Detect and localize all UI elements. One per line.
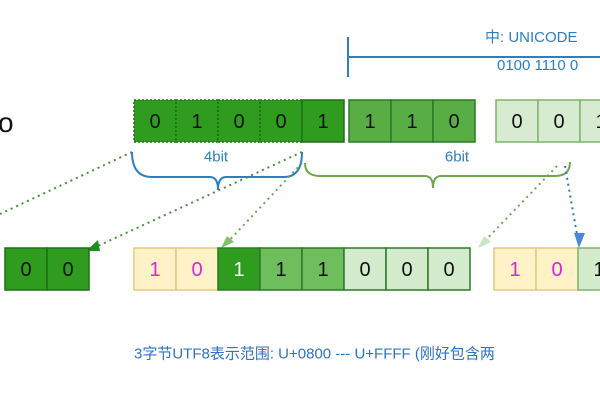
bottom-middle-bit-7-box [427,247,471,291]
bottom-middle-bit-4: 1 [301,247,345,291]
bottom-left-bit-1: 0 [46,247,90,291]
arrow-to-left-partial [0,151,133,215]
bottom-right-bit-1-box [535,247,579,291]
top-left-bit-2-box [217,99,261,143]
bottom-right-bit-1-value: 0 [551,259,562,281]
top-left-bit-3-box [259,99,303,143]
bottom-middle-bit-7-value: 0 [443,259,454,281]
bottom-middle-bit-4-value: 1 [317,259,328,281]
top-row-mid-bits: 1 1 0 [348,99,476,143]
bottom-middle-bit-4-box [301,247,345,291]
four-bit-label: 4bit [204,149,229,166]
top-left-bit-3-value: 0 [275,111,286,133]
top-mid-bit-0: 1 [348,99,392,143]
bottom-middle-bit-3: 1 [259,247,303,291]
top-left-bit-3: 0 [259,99,303,143]
arrow-to-left-byte [88,151,303,251]
top-left-bit-2-value: 0 [233,111,244,133]
six-bit-label: 6bit [445,149,470,166]
bottom-middle-bit-5: 0 [343,247,387,291]
top-right-bit-0-value: 0 [511,111,522,133]
top-right-bit-2-value: 1 [595,111,600,133]
bottom-middle-bit-1-value: 0 [191,259,202,281]
top-left-bit-1: 1 [175,99,219,143]
top-mid-bit-1: 1 [390,99,434,143]
top-mid-bit-2-value: 0 [448,111,459,133]
top-right-bit-0: 0 [495,99,539,143]
bottom-left-bit-0: 0 [4,247,48,291]
top-right-bit-1-value: 0 [553,111,564,133]
bottom-right-bit-0-value: 1 [509,259,520,281]
bottom-middle-bit-2-box [217,247,261,291]
bottom-right-bit-2: 1 [577,247,600,291]
bottom-left-bit-0-value: 0 [20,259,31,281]
top-row-high-bits: 0 1 0 0 1 [133,99,345,143]
bottom-row-right-partial: 1 0 1 [493,247,600,291]
top-left-bit-4: 1 [301,99,345,143]
arrow-head-middle-byte [221,236,234,248]
top-row-right-bits: 0 0 1 [495,99,600,143]
bottom-middle-bit-6-box [385,247,429,291]
bottom-middle-bit-5-box [343,247,387,291]
four-bit-brace [131,151,303,191]
arrow-head-right-byte-b [574,233,585,248]
bottom-middle-bit-1: 0 [175,247,219,291]
arrow-to-right-byte-b [564,165,580,247]
top-right-bit-2-box [579,99,600,143]
bottom-middle-bit-0: 1 [133,247,177,291]
top-mid-bit-0-value: 1 [364,111,375,133]
bottom-row-middle-byte: 1 0 1 1 1 0 0 0 [133,247,471,291]
bottom-right-bit-1: 0 [535,247,579,291]
bottom-middle-bit-1-box [175,247,219,291]
bottom-middle-bit-7: 0 [427,247,471,291]
bottom-middle-bit-2: 1 [217,247,261,291]
bottom-middle-bit-3-box [259,247,303,291]
bottom-caption: 3字节UTF8表示范围: U+0800 --- U+FFFF (刚好包含两 [134,346,495,363]
top-left-bit-0: 0 [133,99,177,143]
unicode-bits-label: 0100 1110 0 [497,57,578,74]
bottom-middle-bit-5-value: 0 [359,259,370,281]
top-right-bit-2: 1 [579,99,600,143]
top-left-bit-1-box [175,99,219,143]
top-left-bit-2: 0 [217,99,261,143]
arrow-to-middle-byte [223,162,303,247]
top-left-bit-0-value: 0 [149,111,160,133]
top-left-bit-4-box [301,99,345,143]
top-mid-bit-1-value: 1 [406,111,417,133]
top-right-bit-1: 0 [537,99,581,143]
bottom-left-bit-1-box [46,247,90,291]
top-left-bit-4-value: 1 [317,111,328,133]
bottom-right-bit-2-box [577,247,600,291]
bottom-middle-bit-6-value: 0 [401,259,412,281]
bottom-middle-bit-2-value: 1 [233,259,244,281]
left-partial-glyph: o [0,107,14,138]
arrow-to-right-byte-a [479,165,558,247]
bottom-middle-bit-0-box [133,247,177,291]
bottom-middle-bit-6: 0 [385,247,429,291]
bottom-left-bit-1-value: 0 [62,259,73,281]
bottom-middle-bit-3-value: 1 [275,259,286,281]
arrow-head-right-byte-a [478,236,491,248]
top-mid-bit-2: 0 [432,99,476,143]
top-mid-bit-2-box [432,99,476,143]
top-right-bit-1-box [537,99,581,143]
bottom-right-bit-2-value: 1 [593,259,600,281]
top-right-bit-0-box [495,99,539,143]
unicode-label: 中: UNICODE [485,29,578,46]
bottom-right-bit-0: 1 [493,247,537,291]
top-left-bit-0-box [133,99,177,143]
six-bit-brace [304,161,571,189]
top-left-bit-1-value: 1 [191,111,202,133]
bottom-middle-bit-0-value: 1 [149,259,160,281]
